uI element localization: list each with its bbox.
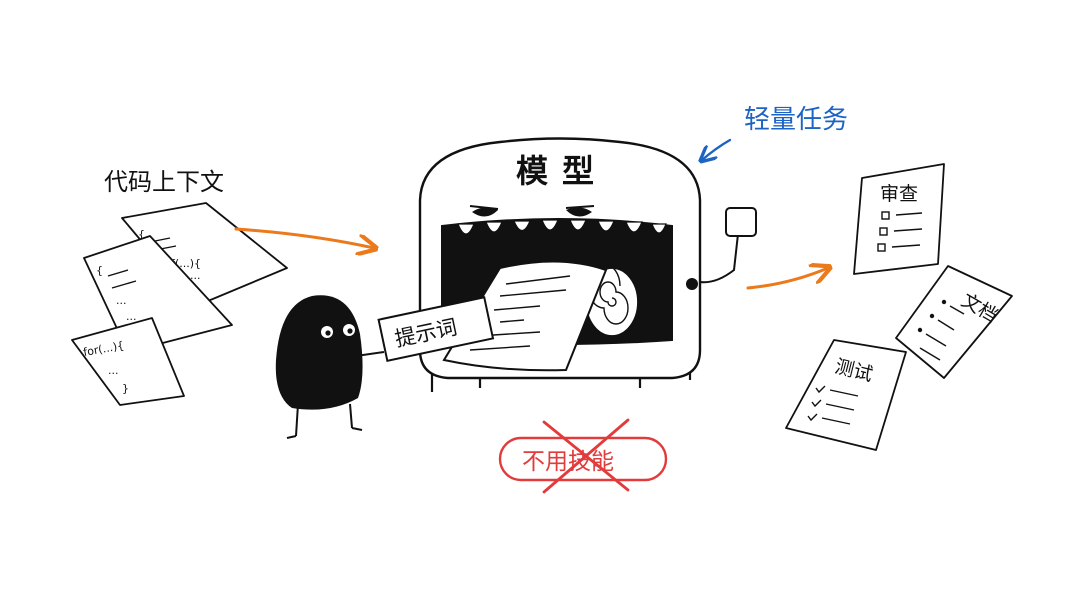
no-skills-stamp: 不用技能 [498, 418, 668, 494]
code-context-label: 代码上下文 [104, 168, 224, 196]
code-brace-close: } [122, 382, 129, 395]
review-paper: 审查 [853, 163, 945, 275]
test-paper: 测试 [785, 339, 907, 451]
character [275, 295, 385, 439]
code-dots: ... [108, 364, 119, 377]
code-dots: ... [190, 269, 201, 282]
output-arrow [746, 268, 828, 290]
prompt-card: 提示词 [377, 296, 495, 362]
code-brace-open: { [96, 264, 103, 277]
review-label: 审查 [880, 183, 918, 205]
docs-paper: 文档 [895, 265, 1013, 379]
code-dots: ... [126, 310, 137, 323]
light-tasks-label: 轻量任务 [744, 105, 848, 135]
code-dots: ... [116, 294, 127, 307]
model-machine [418, 137, 757, 392]
code-paper-front: for(...){ ... } [71, 317, 185, 406]
model-label: 模型 [516, 152, 608, 190]
light-tasks-arrow [702, 138, 732, 160]
code-paper-middle: { ... ... [83, 235, 233, 353]
input-arrow [234, 227, 374, 248]
code-brace-open: { [138, 228, 145, 241]
